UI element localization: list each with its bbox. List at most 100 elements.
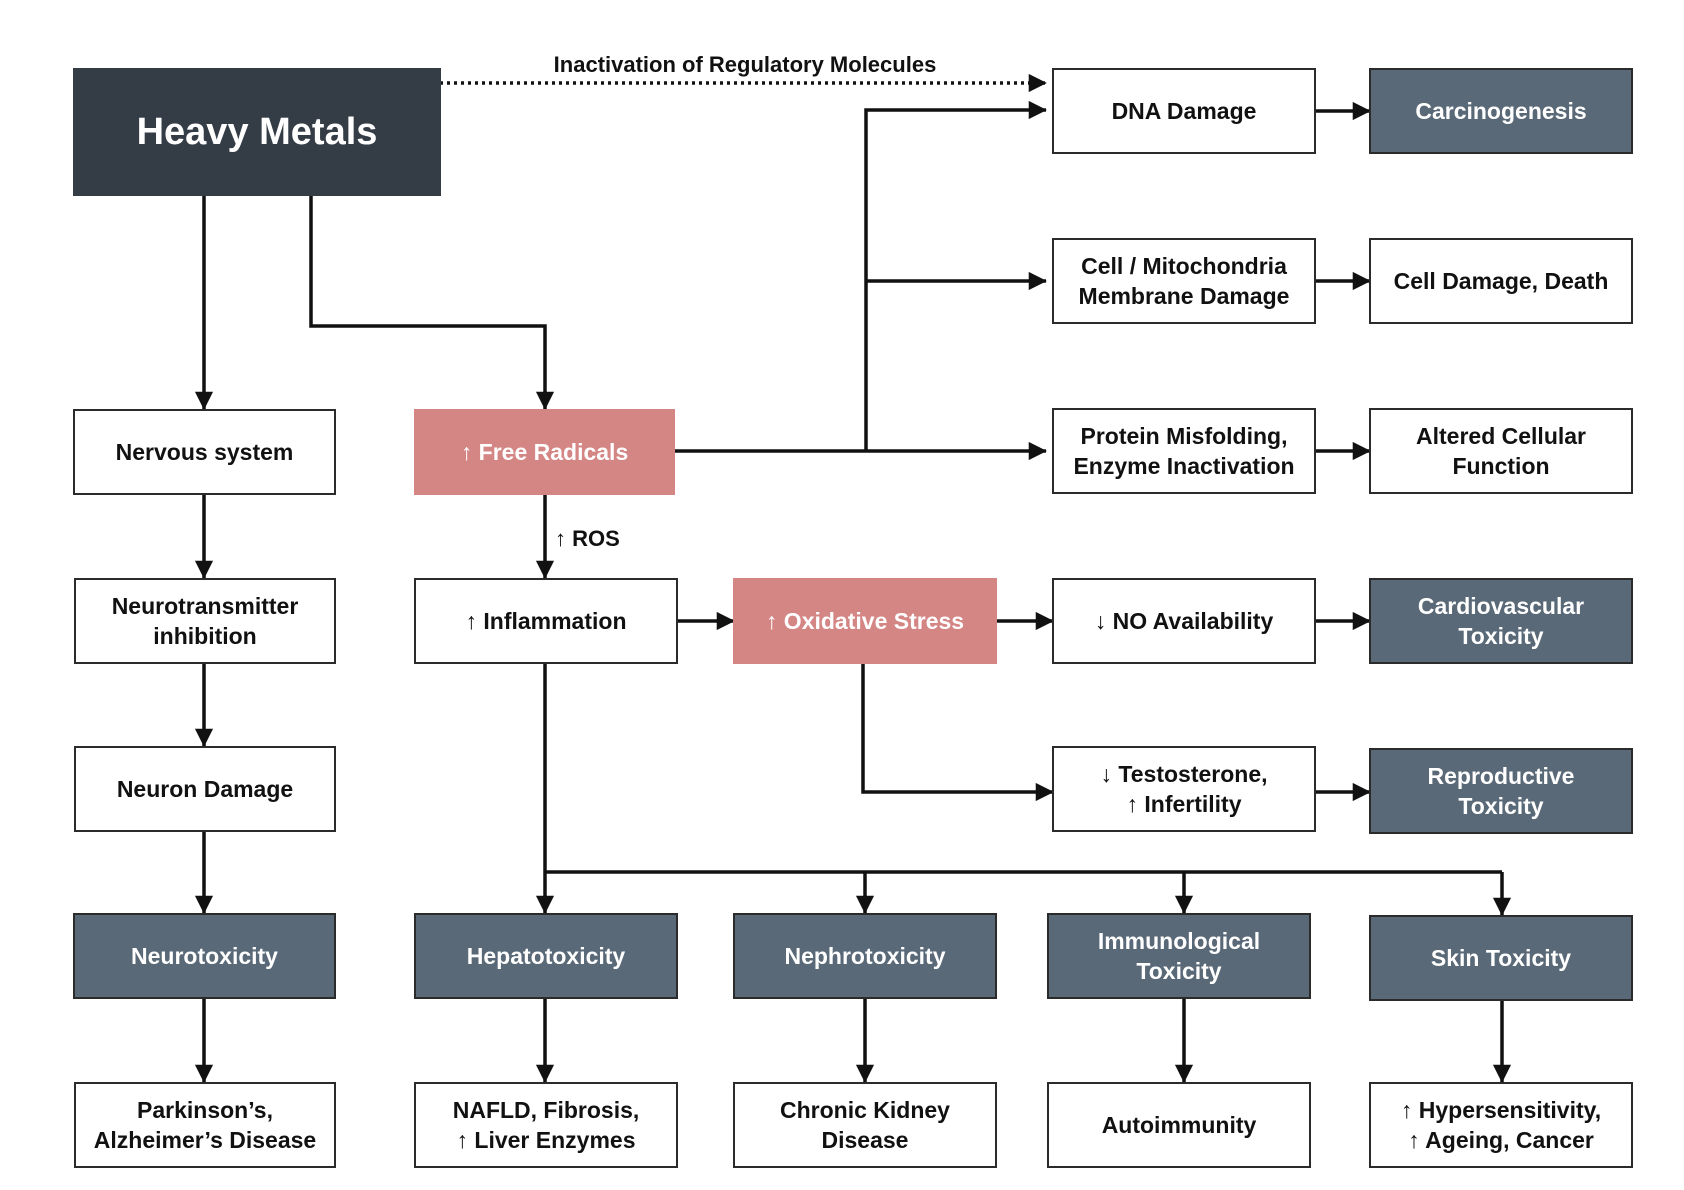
inactivation-label: Inactivation of Regulatory Molecules — [554, 52, 937, 77]
free-radicals-label-line-1: ↑ Free Radicals — [461, 439, 628, 465]
node-neuron-damage: Neuron Damage — [74, 746, 336, 832]
node-free-radicals: ↑ Free Radicals — [414, 409, 675, 495]
neuron-damage-box — [74, 746, 336, 832]
node-inflammation: ↑ Inflammation — [414, 578, 678, 664]
nervous-system-label-line-1: Nervous system — [116, 439, 294, 465]
no-availability-label-line-1: ↓ NO Availability — [1095, 608, 1274, 634]
dna-damage-box — [1052, 68, 1316, 154]
nervous-system-box — [73, 409, 336, 495]
heavy-metals-label-line-1: Heavy Metals — [137, 111, 378, 153]
node-nephrotoxicity: Nephrotoxicity — [733, 913, 997, 999]
nafld-label-line-2: ↑ Liver Enzymes — [457, 1127, 636, 1153]
heavy-metals-box — [73, 68, 441, 196]
node-oxidative-stress: ↑ Oxidative Stress — [733, 578, 997, 664]
node-neurotoxicity: Neurotoxicity — [73, 913, 336, 999]
neurotransmitter-label-line-2: inhibition — [153, 623, 256, 649]
reproductive-box — [1369, 748, 1633, 834]
membrane-damage-box — [1052, 238, 1316, 324]
free-radicals-box — [414, 409, 675, 495]
neurotoxicity-label-line-1: Neurotoxicity — [131, 943, 278, 969]
edge-trunk-dna — [864, 100, 1047, 451]
altered-function-label-line-1: Altered Cellular — [1416, 423, 1586, 449]
protein-misfolding-box — [1052, 408, 1316, 494]
nafld-box — [414, 1082, 678, 1168]
hepatotoxicity-label-line-1: Hepatotoxicity — [467, 943, 626, 969]
node-no-availability: ↓ NO Availability — [1052, 578, 1316, 664]
altered-function-label-line-2: Function — [1452, 453, 1549, 479]
hepatotoxicity-box — [414, 913, 678, 999]
membrane-damage-label-line-1: Cell / Mitochondria — [1081, 253, 1287, 279]
immunological-label-line-2: Toxicity — [1136, 958, 1221, 984]
immunological-label-line-1: Immunological — [1098, 928, 1260, 954]
edge-metals-freeradicals — [309, 195, 555, 410]
nephrotoxicity-box — [733, 913, 997, 999]
carcinogenesis-box — [1369, 68, 1633, 154]
hypersensitivity-label-line-1: ↑ Hypersensitivity, — [1401, 1097, 1601, 1123]
node-testosterone: ↓ Testosterone, ↑ Infertility — [1052, 746, 1316, 832]
nephrotoxicity-label-line-1: Nephrotoxicity — [784, 943, 945, 969]
neurotransmitter-label-line-1: Neurotransmitter — [112, 593, 299, 619]
cell-death-box — [1369, 238, 1633, 324]
node-hepatotoxicity: Hepatotoxicity — [414, 913, 678, 999]
reproductive-label-line-2: Toxicity — [1458, 793, 1543, 819]
node-neurotransmitter: Neurotransmitter inhibition — [74, 578, 336, 664]
cell-death-label-line-1: Cell Damage, Death — [1394, 268, 1609, 294]
no-availability-box — [1052, 578, 1316, 664]
autoimmunity-box — [1047, 1082, 1311, 1168]
autoimmunity-label-line-1: Autoimmunity — [1102, 1112, 1257, 1138]
protein-misfolding-label-line-1: Protein Misfolding, — [1081, 423, 1288, 449]
testosterone-box — [1052, 746, 1316, 832]
node-parkinsons: Parkinson’s, Alzheimer’s Disease — [74, 1082, 336, 1168]
inflammation-box — [414, 578, 678, 664]
hypersensitivity-box — [1369, 1082, 1633, 1168]
parkinsons-box — [74, 1082, 336, 1168]
parkinsons-label-line-1: Parkinson’s, — [137, 1097, 273, 1123]
testosterone-label-line-2: ↑ Infertility — [1126, 791, 1241, 817]
ros-label: ↑ ROS — [555, 526, 620, 551]
ckd-box — [733, 1082, 997, 1168]
nafld-label-line-1: NAFLD, Fibrosis, — [453, 1097, 640, 1123]
cardiovascular-label-line-2: Toxicity — [1458, 623, 1543, 649]
protein-misfolding-label-line-2: Enzyme Inactivation — [1073, 453, 1294, 479]
reproductive-label-line-1: Reproductive — [1428, 763, 1575, 789]
oxidative-stress-box — [733, 578, 997, 664]
edge-oxidative-testosterone — [861, 664, 1054, 802]
oxidative-stress-label-line-1: ↑ Oxidative Stress — [766, 608, 964, 634]
ckd-label-line-2: Disease — [822, 1127, 909, 1153]
neurotoxicity-box — [73, 913, 336, 999]
inflammation-label-line-1: ↑ Inflammation — [465, 608, 626, 634]
connector-lines: Inactivation of Regulatory Molecules ↑ R… — [194, 52, 1512, 1083]
node-protein-misfolding: Protein Misfolding, Enzyme Inactivation — [1052, 408, 1316, 494]
skin-toxicity-label-line-1: Skin Toxicity — [1431, 945, 1571, 971]
carcinogenesis-label-line-1: Carcinogenesis — [1415, 98, 1586, 124]
skin-toxicity-box — [1369, 915, 1633, 1001]
altered-function-box — [1369, 408, 1633, 494]
node-hypersensitivity: ↑ Hypersensitivity, ↑ Ageing, Cancer — [1369, 1082, 1633, 1168]
node-skin-toxicity: Skin Toxicity — [1369, 915, 1633, 1001]
cardiovascular-label-line-1: Cardiovascular — [1418, 593, 1584, 619]
immunological-box — [1047, 913, 1311, 999]
diagram-nodes: Heavy Metals DNA Damage CarcinogenesisCell… — [73, 68, 1633, 1168]
ckd-label-line-1: Chronic Kidney — [780, 1097, 950, 1123]
parkinsons-label-line-2: Alzheimer’s Disease — [94, 1127, 316, 1153]
neurotransmitter-box — [74, 578, 336, 664]
dna-damage-label-line-1: DNA Damage — [1112, 98, 1257, 124]
node-heavy-metals: Heavy Metals — [73, 68, 441, 196]
node-cell-death: Cell Damage, Death — [1369, 238, 1633, 324]
node-carcinogenesis: Carcinogenesis — [1369, 68, 1633, 154]
node-nervous-system: Nervous system — [73, 409, 336, 495]
testosterone-label-line-1: ↓ Testosterone, — [1101, 761, 1268, 787]
cardiovascular-box — [1369, 578, 1633, 664]
hypersensitivity-label-line-2: ↑ Ageing, Cancer — [1408, 1127, 1594, 1153]
node-dna-damage: DNA Damage — [1052, 68, 1316, 154]
neuron-damage-label-line-1: Neuron Damage — [117, 776, 293, 802]
node-autoimmunity: Autoimmunity — [1047, 1082, 1311, 1168]
membrane-damage-label-line-2: Membrane Damage — [1079, 283, 1290, 309]
